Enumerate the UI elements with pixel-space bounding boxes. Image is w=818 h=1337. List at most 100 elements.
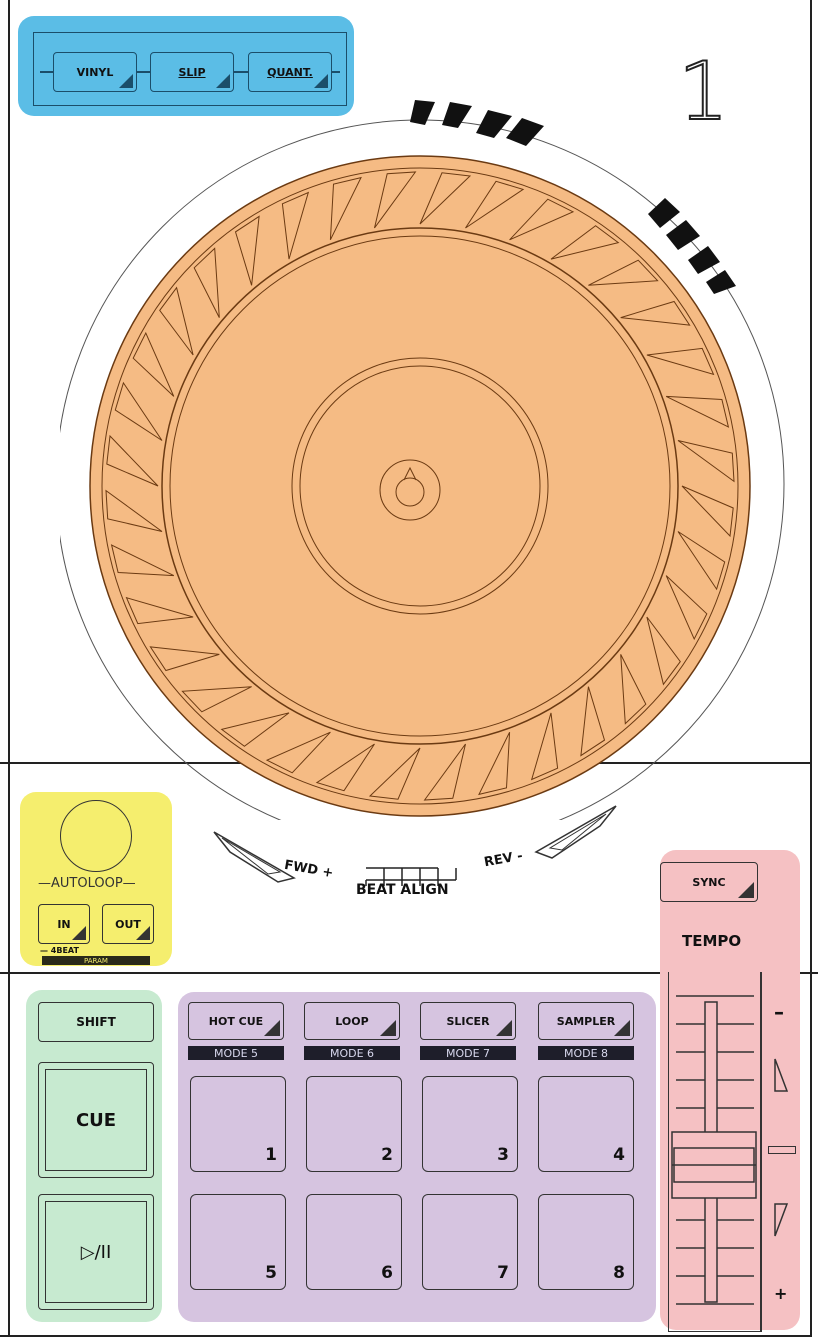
jog-center-disc <box>291 357 549 615</box>
jog-ridge <box>530 712 559 781</box>
param-bar: PARAM <box>42 956 150 965</box>
pad-mode-button-4[interactable]: SAMPLER <box>538 1002 634 1040</box>
tempo-divider <box>760 972 762 1332</box>
loop-in-label: IN <box>57 917 71 931</box>
search-marks <box>410 100 736 294</box>
mode-buttons-frame <box>33 32 347 106</box>
jog-spindle <box>379 459 441 521</box>
beat-align-ticks <box>365 867 457 886</box>
cue-button[interactable]: CUE <box>38 1062 154 1178</box>
autoloop-title: —AUTOLOOP— <box>38 876 136 891</box>
slip-label: SLIP <box>178 65 206 79</box>
jog-ridge <box>105 489 163 532</box>
jog-inner-ring <box>161 227 679 745</box>
tempo-fader[interactable] <box>668 972 762 1328</box>
jog-ridge <box>665 395 730 428</box>
jog-ridges <box>105 171 735 801</box>
jog-ridge <box>125 596 194 625</box>
jog-ridge <box>677 531 726 591</box>
param-label: PARAM <box>84 956 108 965</box>
pad-mode-label: SAMPLER <box>556 1014 616 1028</box>
quant-label: QUANT. <box>267 65 313 79</box>
jog-ridge <box>681 485 734 538</box>
performance-pad[interactable]: 3 <box>422 1076 518 1172</box>
shift-corner-icon <box>72 926 86 940</box>
jog-ridge <box>550 225 620 260</box>
jog-ridge <box>234 215 260 286</box>
jog-ridge <box>159 286 194 356</box>
play-pause-button[interactable]: ▷/II <box>38 1194 154 1310</box>
shift-corner-icon <box>380 1020 396 1036</box>
jog-ridge <box>665 575 708 641</box>
shift-corner-icon <box>738 882 754 898</box>
divider-lower <box>0 972 818 974</box>
pad-mode-shift-label: MODE 5 <box>188 1046 284 1060</box>
pad-number: 5 <box>265 1263 277 1283</box>
performance-pad[interactable]: 4 <box>538 1076 634 1172</box>
shift-corner-icon <box>264 1020 280 1036</box>
pad-mode-label: LOOP <box>335 1014 369 1028</box>
shift-label: SHIFT <box>76 1015 116 1029</box>
loop-in-button[interactable]: IN <box>38 904 90 944</box>
quant-button[interactable]: QUANT. <box>248 52 332 92</box>
jog-ridge <box>315 743 375 792</box>
jog-ridge <box>620 300 691 326</box>
performance-pad[interactable]: 5 <box>190 1194 286 1290</box>
shift-corner-icon <box>614 1020 630 1036</box>
shift-corner-icon <box>314 74 328 88</box>
rev-arrow-icon <box>534 805 617 859</box>
jog-ridge <box>106 434 159 487</box>
jog-ridge <box>465 180 525 229</box>
performance-pad[interactable]: 6 <box>306 1194 402 1290</box>
shift-corner-icon <box>136 926 150 940</box>
pad-number: 6 <box>381 1263 393 1283</box>
tempo-label: TEMPO <box>682 932 742 950</box>
pad-number: 7 <box>497 1263 509 1283</box>
performance-pad[interactable]: 8 <box>538 1194 634 1290</box>
pad-mode-shift-label: MODE 6 <box>304 1046 400 1060</box>
jog-ridge <box>620 654 647 725</box>
pad-mode-shift-label: MODE 7 <box>420 1046 516 1060</box>
play-pause-label: ▷/II <box>80 1241 112 1263</box>
jog-ridge <box>478 731 511 796</box>
shift-corner-icon <box>496 1020 512 1036</box>
shift-button[interactable]: SHIFT <box>38 1002 154 1042</box>
tempo-zone <box>660 850 800 1330</box>
slip-button[interactable]: SLIP <box>150 52 234 92</box>
vinyl-button[interactable]: VINYL <box>53 52 137 92</box>
pad-mode-label: HOT CUE <box>208 1014 264 1028</box>
pad-mode-shift-label: MODE 8 <box>538 1046 634 1060</box>
cue-label: CUE <box>75 1109 117 1131</box>
jog-ridge <box>646 616 681 686</box>
jog-ridge <box>281 191 310 260</box>
loop-out-button[interactable]: OUT <box>102 904 154 944</box>
performance-pad[interactable]: 7 <box>422 1194 518 1290</box>
jog-ridge <box>110 544 175 577</box>
jog-ridge <box>114 381 163 441</box>
pad-mode-button-2[interactable]: LOOP <box>304 1002 400 1040</box>
pad-mode-button-1[interactable]: HOT CUE <box>188 1002 284 1040</box>
jog-ridge <box>646 347 715 376</box>
tempo-fader-frame <box>668 972 762 1332</box>
pad-number: 2 <box>381 1145 393 1165</box>
shift-corner-icon <box>216 74 230 88</box>
performance-pad[interactable]: 1 <box>190 1076 286 1172</box>
jog-wheel[interactable]: – SEARCH + <box>60 80 790 820</box>
autoloop-knob[interactable] <box>60 800 132 872</box>
sync-button[interactable]: SYNC <box>660 862 758 902</box>
tempo-center-mark <box>768 1146 796 1154</box>
jog-ridge <box>423 743 466 801</box>
jog-ridge <box>419 172 472 225</box>
jog-ridge <box>149 646 220 672</box>
pad-number: 8 <box>613 1263 625 1283</box>
left-edge-line <box>8 0 10 1337</box>
pad-number: 1 <box>265 1145 277 1165</box>
tempo-up-triangle-icon <box>774 1058 789 1092</box>
jog-ridge <box>588 259 659 286</box>
pad-mode-button-3[interactable]: SLICER <box>420 1002 516 1040</box>
tempo-minus: – <box>774 1000 784 1024</box>
performance-pad[interactable]: 2 <box>306 1076 402 1172</box>
pad-mode-label: SLICER <box>446 1014 490 1028</box>
jog-ridge <box>368 747 421 800</box>
sync-label: SYNC <box>692 875 726 889</box>
